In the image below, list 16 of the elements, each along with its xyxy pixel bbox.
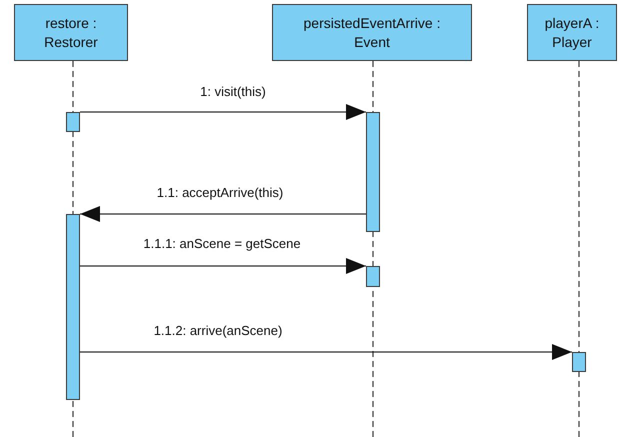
activation-bar: [66, 214, 80, 400]
activation-bar: [572, 352, 586, 372]
message-arrow: [80, 258, 366, 274]
lifeline-head: restore : Restorer: [14, 4, 128, 61]
edge-label: 1.1.1: anScene = getScene: [141, 236, 303, 251]
edge-label: 1.1.2: arrive(anScene): [152, 323, 284, 338]
message-arrow: [80, 344, 572, 360]
activation-bar: [66, 112, 80, 132]
message-arrow: [80, 206, 366, 222]
activation-bar: [366, 112, 380, 232]
lifeline-head: playerA : Player: [527, 4, 617, 61]
edge-label: 1.1: acceptArrive(this): [154, 185, 286, 200]
activation-bar: [366, 266, 380, 287]
message-arrow: [80, 104, 366, 120]
edge-label: 1: visit(this): [198, 84, 268, 99]
lifeline-head: persistedEventArrive : Event: [272, 4, 472, 61]
